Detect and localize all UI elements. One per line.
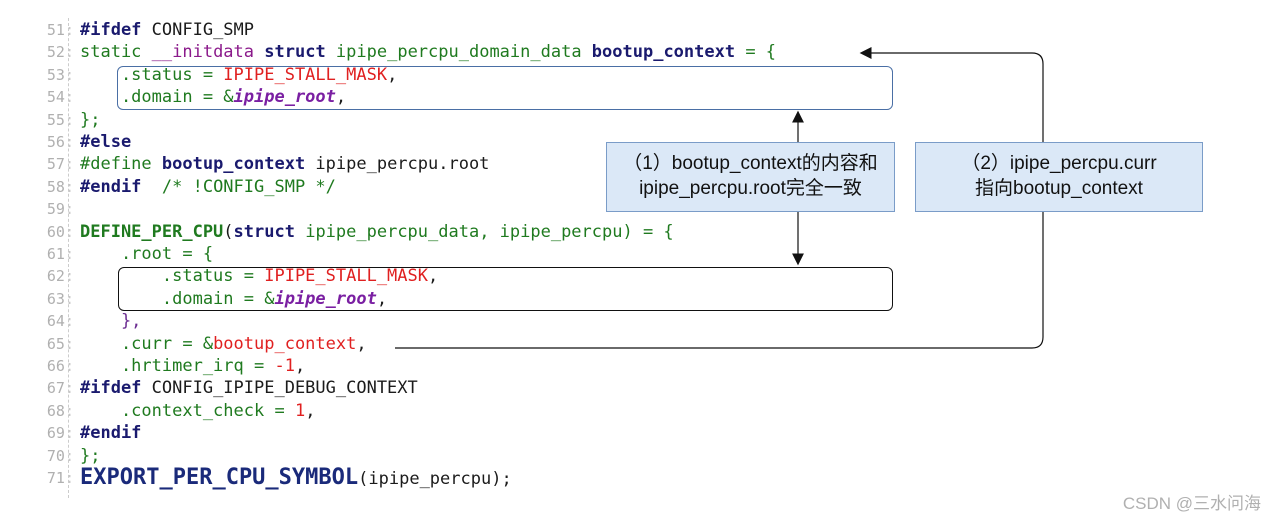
note1-line1: （1）bootup_context的内容和 <box>623 153 878 174</box>
code-text: .hrtimer_irq = -1, <box>80 355 305 377</box>
code-token: DEFINE_PER_CPU <box>80 221 224 242</box>
code-token: ipipe_percpu.root <box>305 154 490 175</box>
code-token: .status = <box>80 64 224 85</box>
code-text: }, <box>80 310 141 332</box>
line-number: 53 <box>0 64 74 86</box>
line-number: 63 <box>0 288 74 310</box>
code-token: -1 <box>274 356 295 376</box>
code-token: .curr = & <box>80 333 214 354</box>
code-token: }; <box>80 445 101 466</box>
code-token: ipipe_percpu_domain_data <box>325 42 592 63</box>
code-token: , <box>356 333 367 354</box>
line-number: 67 <box>0 377 74 399</box>
code-token: .status = <box>80 266 265 287</box>
code-token: #define <box>80 154 162 175</box>
code-token: .hrtimer_irq = <box>80 356 275 376</box>
code-token: #ifdef <box>80 20 142 40</box>
line-number: 57 <box>0 153 74 175</box>
code-text: .domain = &ipipe_root, <box>80 86 346 108</box>
line-number: 71 <box>0 467 74 489</box>
line-number: 60 <box>0 221 74 243</box>
code-text: static __initdata struct ipipe_percpu_do… <box>80 41 776 63</box>
code-token: /* !CONFIG_SMP */ <box>141 176 336 197</box>
code-token: #else <box>80 132 132 152</box>
code-token: }; <box>80 109 101 130</box>
code-text: .status = IPIPE_STALL_MASK, <box>80 265 438 287</box>
code-token: .domain = & <box>80 87 234 108</box>
code-token: .context_check = <box>80 400 295 421</box>
code-text: #define bootup_context ipipe_percpu.root <box>80 153 489 175</box>
code-token: , <box>294 356 306 376</box>
note1-line2: ipipe_percpu.root完全一致 <box>639 178 862 199</box>
code-token: (ipipe_percpu); <box>358 469 512 489</box>
code-text: }; <box>80 109 100 131</box>
code-text: .domain = &ipipe_root, <box>80 288 387 310</box>
line-number: 66 <box>0 355 74 377</box>
line-number: 70 <box>0 445 74 467</box>
code-text: #endif /* !CONFIG_SMP */ <box>80 176 336 198</box>
code-token: bootup_context <box>213 333 357 354</box>
code-text: .root = { <box>80 243 213 265</box>
line-number: 68 <box>0 400 74 422</box>
code-token: bootup_context <box>161 154 306 175</box>
code-token: .root = { <box>80 244 214 264</box>
highlight-box-bootup-context <box>117 66 893 110</box>
code-text: .context_check = 1, <box>80 400 316 422</box>
code-token: , <box>335 87 347 108</box>
code-token: struct <box>233 221 295 242</box>
code-token: IPIPE_STALL_MASK <box>264 266 428 287</box>
code-token: ipipe_root <box>274 288 377 309</box>
code-token: = { <box>735 42 777 63</box>
line-number: 54 <box>0 86 74 108</box>
code-token: CONFIG_SMP <box>141 20 255 40</box>
note2-line1: （2）ipipe_percpu.curr <box>961 153 1157 174</box>
code-token: struct <box>264 42 326 63</box>
line-number: 51 <box>0 19 74 41</box>
code-token: static <box>80 42 152 63</box>
line-number: 56 <box>0 131 74 153</box>
code-text: }; <box>80 445 100 467</box>
line-number: 58 <box>0 176 74 198</box>
code-token: #endif <box>80 423 142 444</box>
code-token: 1 <box>294 400 306 421</box>
code-text: #ifdef CONFIG_SMP <box>80 19 254 41</box>
line-number: 52 <box>0 41 74 63</box>
code-token: , <box>305 400 316 421</box>
code-token: #endif <box>80 176 142 197</box>
line-number: 69 <box>0 422 74 444</box>
line-number: 55 <box>0 109 74 131</box>
code-token: EXPORT_PER_CPU_SYMBOL <box>80 465 359 490</box>
line-number: 61 <box>0 243 74 265</box>
note-bootup-context-equal: （1）bootup_context的内容和 ipipe_percpu.root完… <box>606 142 895 212</box>
line-number: 65 <box>0 333 74 355</box>
code-token: ipipe_root <box>233 87 336 108</box>
code-token: bootup_context <box>591 42 736 63</box>
code-text: EXPORT_PER_CPU_SYMBOL(ipipe_percpu); <box>80 467 512 490</box>
code-text: DEFINE_PER_CPU(struct ipipe_percpu_data,… <box>80 221 674 243</box>
code-token: ipipe_percpu_data, ipipe_percpu) = { <box>294 221 674 242</box>
highlight-box-percpu-root <box>118 267 893 311</box>
code-text: #ifdef CONFIG_IPIPE_DEBUG_CONTEXT <box>80 377 418 399</box>
code-token: , <box>428 266 439 287</box>
line-number: 64 <box>0 310 74 332</box>
code-text: #endif <box>80 422 141 444</box>
code-token: , <box>376 288 388 309</box>
code-token: CONFIG_IPIPE_DEBUG_CONTEXT <box>141 378 418 399</box>
code-token: ( <box>223 221 234 242</box>
code-token: __initdata <box>151 42 255 63</box>
note-curr-points-bootup: （2）ipipe_percpu.curr 指向bootup_context <box>915 142 1203 212</box>
note2-line2: 指向bootup_context <box>975 178 1143 199</box>
line-number: 62 <box>0 265 74 287</box>
code-token: IPIPE_STALL_MASK <box>223 64 388 85</box>
watermark: CSDN @三水问海 <box>1122 494 1261 513</box>
code-text: #else <box>80 131 131 153</box>
code-token: #ifdef <box>80 378 142 399</box>
code-token: , <box>387 64 398 85</box>
code-token: }, <box>80 311 142 332</box>
code-text: .curr = &bootup_context, <box>80 333 367 355</box>
code-token: .domain = & <box>80 288 275 309</box>
code-text: .status = IPIPE_STALL_MASK, <box>80 64 397 86</box>
line-number: 59 <box>0 198 74 220</box>
